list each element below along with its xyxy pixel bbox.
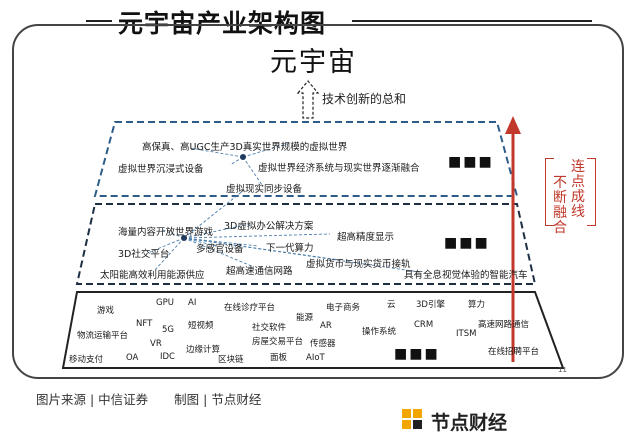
bottom-label: 在线招聘平台: [488, 347, 540, 357]
bottom-label: AR: [320, 321, 332, 331]
bottom-label: 社交软件: [252, 323, 287, 333]
bottom-label: 算力: [468, 300, 486, 310]
top-label: 虚拟世界经济系统与现实世界逐渐融合: [258, 163, 420, 174]
bottom-label: 在线诊疗平台: [224, 303, 276, 313]
middle-label: 超高速通信网路: [226, 266, 293, 277]
bottom-label: NFT: [136, 319, 153, 329]
middle-tier-connectors: [149, 189, 421, 273]
tier-top: [93, 121, 519, 197]
top-label: 虚拟世界沉浸式设备: [118, 164, 204, 175]
bottom-label: IDC: [160, 352, 175, 362]
bottom-label: 3D引擎: [416, 300, 445, 310]
bottom-label: 操作系统: [362, 327, 397, 337]
middle-label: 3D社交平台: [118, 249, 170, 260]
bottom-label: 能源: [296, 313, 314, 323]
side-label-bracket-left: [545, 158, 554, 226]
bottom-label: 区块链: [218, 355, 244, 365]
top-more-dots: ■■■: [448, 154, 494, 170]
chart-maker: 制图 | 节点财经: [174, 392, 262, 407]
bottom-label: 游戏: [97, 306, 115, 316]
bottom-label: 面板: [270, 353, 288, 363]
bottom-label: 传感器: [310, 339, 336, 349]
middle-label: 3D虚拟办公解决方案: [224, 221, 314, 232]
middle-tier-node-icon: [181, 235, 187, 241]
page-title: 元宇宙产业架构图: [112, 4, 333, 40]
bottom-label: ITSM: [456, 329, 477, 339]
middle-label: 多感官设备: [196, 244, 244, 255]
bottom-more-dots: ■■■: [394, 346, 440, 362]
apex-label: 元宇宙: [270, 47, 357, 78]
tier-bottom: [61, 291, 565, 369]
image-source: 图片来源 | 中信证券: [36, 392, 149, 407]
middle-label: 太阳能高效利用能源供应: [100, 270, 205, 281]
side-label-left: 不断融合: [553, 175, 567, 236]
bottom-label: 移动支付: [69, 355, 104, 365]
bottom-label: AIoT: [306, 353, 325, 363]
middle-label: 具有全息视觉体验的智能汽车: [404, 270, 528, 281]
bottom-label: CRM: [414, 320, 434, 330]
bottom-label: VR: [150, 339, 162, 349]
bottom-label: 房屋交易平台: [252, 337, 304, 347]
source-line: 图片来源 | 中信证券 制图 | 节点财经: [36, 389, 261, 408]
middle-label: 海量内容开放世界游戏: [118, 227, 214, 238]
apex-caption: 技术创新的总和: [322, 92, 407, 106]
top-tier-node-icon: [240, 154, 246, 160]
title-rule-left: [86, 20, 116, 22]
bottom-label: 电子商务: [326, 303, 361, 313]
side-label-bracket-right: [587, 158, 596, 226]
page-number: 11: [558, 366, 567, 374]
middle-label: 虚拟货币与现实货币接轨: [306, 259, 411, 270]
title-bar: 元宇宙产业架构图: [0, 0, 640, 40]
bottom-label: 物流运输平台: [77, 331, 129, 341]
bottom-label: GPU: [156, 298, 174, 308]
diagram-frame: [12, 24, 624, 379]
bottom-label: 短视频: [188, 321, 214, 331]
top-label: 虚拟现实同步设备: [226, 184, 303, 195]
tier-middle: [75, 203, 537, 285]
brand-logo-icon: [402, 409, 422, 429]
middle-label: 超高精度显示: [337, 232, 395, 243]
top-label: 高保真、高UGC生产3D真实世界规模的虚拟世界: [142, 142, 348, 153]
convergence-arrow-icon: [505, 116, 521, 362]
side-label-right: 连点成线: [571, 159, 585, 220]
up-arrow-icon: [296, 80, 320, 119]
bottom-label: 边缘计算: [186, 345, 221, 355]
middle-more-dots: ■■■: [444, 235, 490, 251]
title-rule-right: [352, 20, 592, 22]
bottom-label: 5G: [162, 325, 174, 335]
bottom-label: 高速网路通信: [478, 320, 530, 330]
middle-label: 下一代算力: [266, 243, 314, 254]
bottom-label: AI: [188, 298, 197, 308]
brand-name: 节点财经: [431, 412, 508, 434]
bottom-label: 云: [387, 300, 396, 310]
bottom-label: OA: [126, 353, 139, 363]
